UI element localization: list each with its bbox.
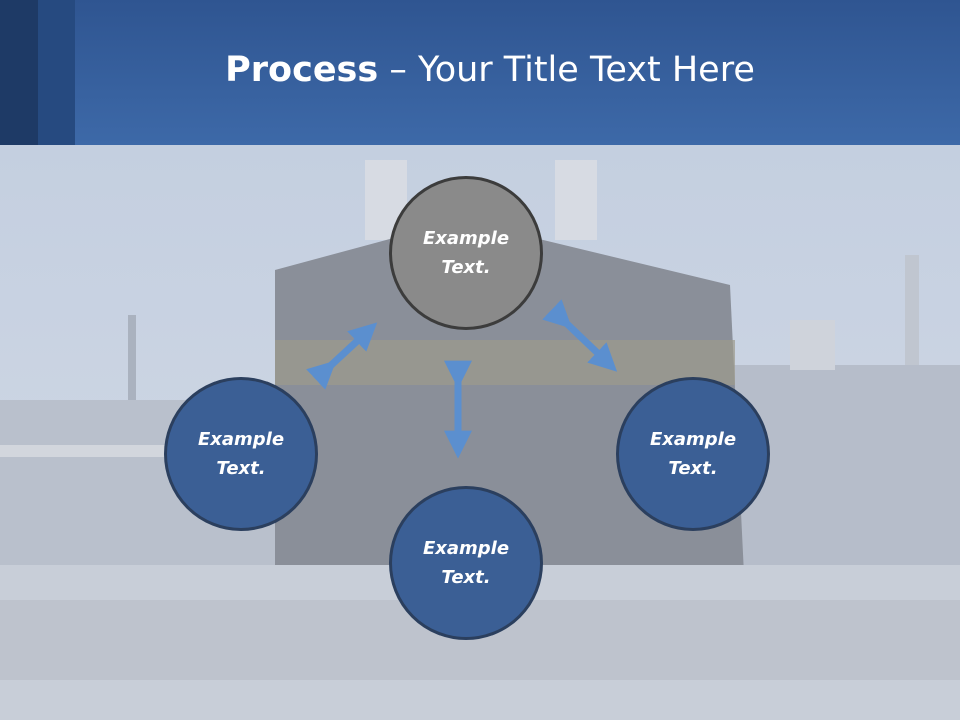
node-top-text: Example Text. (422, 228, 510, 278)
header-accent-stripe-2 (38, 0, 75, 145)
node-left-text: Example Text. (197, 429, 285, 479)
node-top[interactable]: Example Text. (389, 176, 543, 330)
node-left[interactable]: Example Text. (164, 377, 318, 531)
arrow-top-left (306, 322, 378, 390)
title-bar (0, 0, 960, 145)
arrow-top-right (542, 299, 618, 372)
node-right[interactable]: Example Text. (616, 377, 770, 531)
node-right-text: Example Text. (649, 429, 737, 479)
title-rest: – Your Title Text Here (378, 50, 755, 90)
node-bottom[interactable]: Example Text. (389, 486, 543, 640)
header-accent-stripe (0, 0, 38, 145)
title-bold: Process (225, 50, 379, 90)
slide-title[interactable]: Process – Your Title Text Here (75, 50, 905, 90)
node-bottom-text: Example Text. (422, 538, 510, 588)
